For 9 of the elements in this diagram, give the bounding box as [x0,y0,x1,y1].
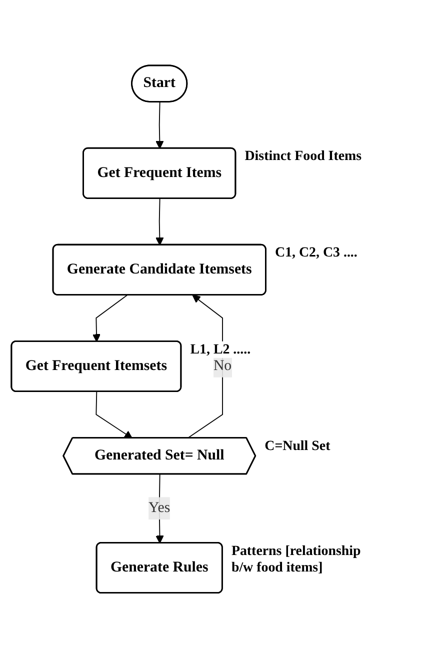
arrow [92,295,128,342]
side-note: L1, L2 ..... [190,342,251,358]
edge-label: No [213,358,232,374]
edge-label: Yes [148,500,170,516]
arrow [156,198,164,246]
arrow [156,474,164,544]
arrow [96,392,132,439]
side-note: C1, C2, C3 .... [274,245,358,262]
arrow [156,102,164,150]
